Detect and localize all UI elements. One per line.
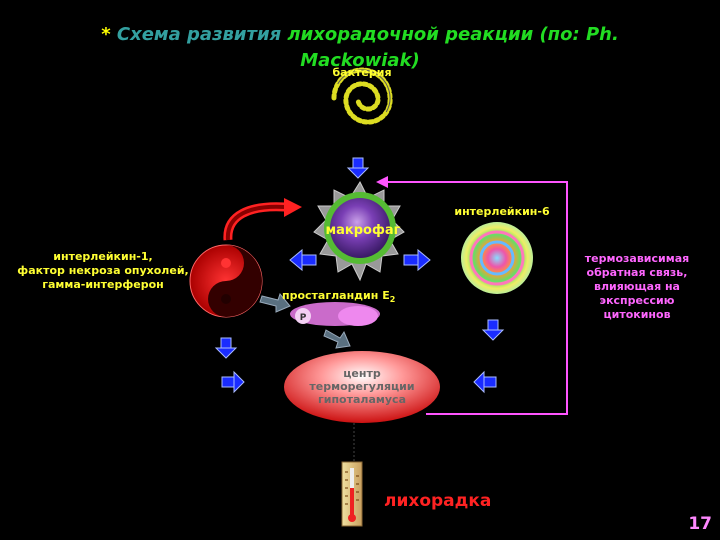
prostaglandin-label: простагландин E2 xyxy=(282,289,412,307)
title-part3: Mackowiak) xyxy=(300,50,420,71)
bacteria-icon xyxy=(331,67,393,125)
title-star: * xyxy=(101,24,111,45)
page-number: 17 xyxy=(688,514,712,534)
il6-label: интерлейкин-6 xyxy=(454,205,550,218)
macrophage-icon xyxy=(313,180,405,282)
fever-label: лихорадка xyxy=(384,491,492,511)
prostaglandin-label-text: простагландин E xyxy=(282,289,390,302)
yin-yang-icon xyxy=(189,244,263,318)
feedback-loop-line xyxy=(376,176,568,415)
arrow-down-il1 xyxy=(214,337,238,359)
center-label-line1: центр xyxy=(343,367,381,380)
il1-label-line2: фактор некроза опухолей, xyxy=(17,264,189,277)
center-label-line2: терморегуляции xyxy=(309,380,415,393)
feedback-label-line3: влияющая на xyxy=(594,280,680,293)
feedback-label-line4: экспрессию xyxy=(599,294,675,307)
slide-title: * Схема развития лихорадочной реакции (п… xyxy=(0,22,720,74)
hypothalamus-center-label: центр терморегуляции гипоталамуса xyxy=(292,367,432,406)
feedback-label: термозависимая обратная связь, влияющая … xyxy=(572,252,702,322)
feedback-label-line1: термозависимая xyxy=(584,252,690,265)
arrow-left-macrophage xyxy=(289,248,317,272)
bacteria-label: бактерия xyxy=(332,66,392,79)
center-label-line3: гипоталамуса xyxy=(318,393,406,406)
arrow-left-to-center xyxy=(473,370,497,394)
curved-red-arrow xyxy=(223,198,302,241)
title-part2: лихорадочной реакции (по: Ph. xyxy=(287,24,619,45)
feedback-label-line2: обратная связь, xyxy=(586,266,688,279)
thermometer-icon xyxy=(341,461,363,527)
il1-label-line1: интерлейкин-1, xyxy=(53,250,153,263)
feedback-label-line5: цитокинов xyxy=(603,308,671,321)
arrow-down-il6 xyxy=(481,319,505,341)
prostaglandin-label-sub: 2 xyxy=(389,295,396,305)
arrow-right-to-center xyxy=(221,370,245,394)
hypothalamus-center-icon xyxy=(284,351,440,423)
il1-label: интерлейкин-1, фактор некроза опухолей, … xyxy=(2,250,204,292)
prostaglandin-molecule-icon xyxy=(290,302,380,326)
macrophage-label: макрофаг xyxy=(325,223,401,238)
small-dark-arrows xyxy=(259,292,351,349)
il1-label-line3: гамма-интерферон xyxy=(42,278,164,291)
p-mark: P xyxy=(300,313,307,323)
il6-icon xyxy=(461,222,533,294)
arrow-down-bacteria xyxy=(346,157,370,179)
title-part1: Схема развития xyxy=(116,24,282,45)
arrow-right-macrophage xyxy=(403,248,431,272)
